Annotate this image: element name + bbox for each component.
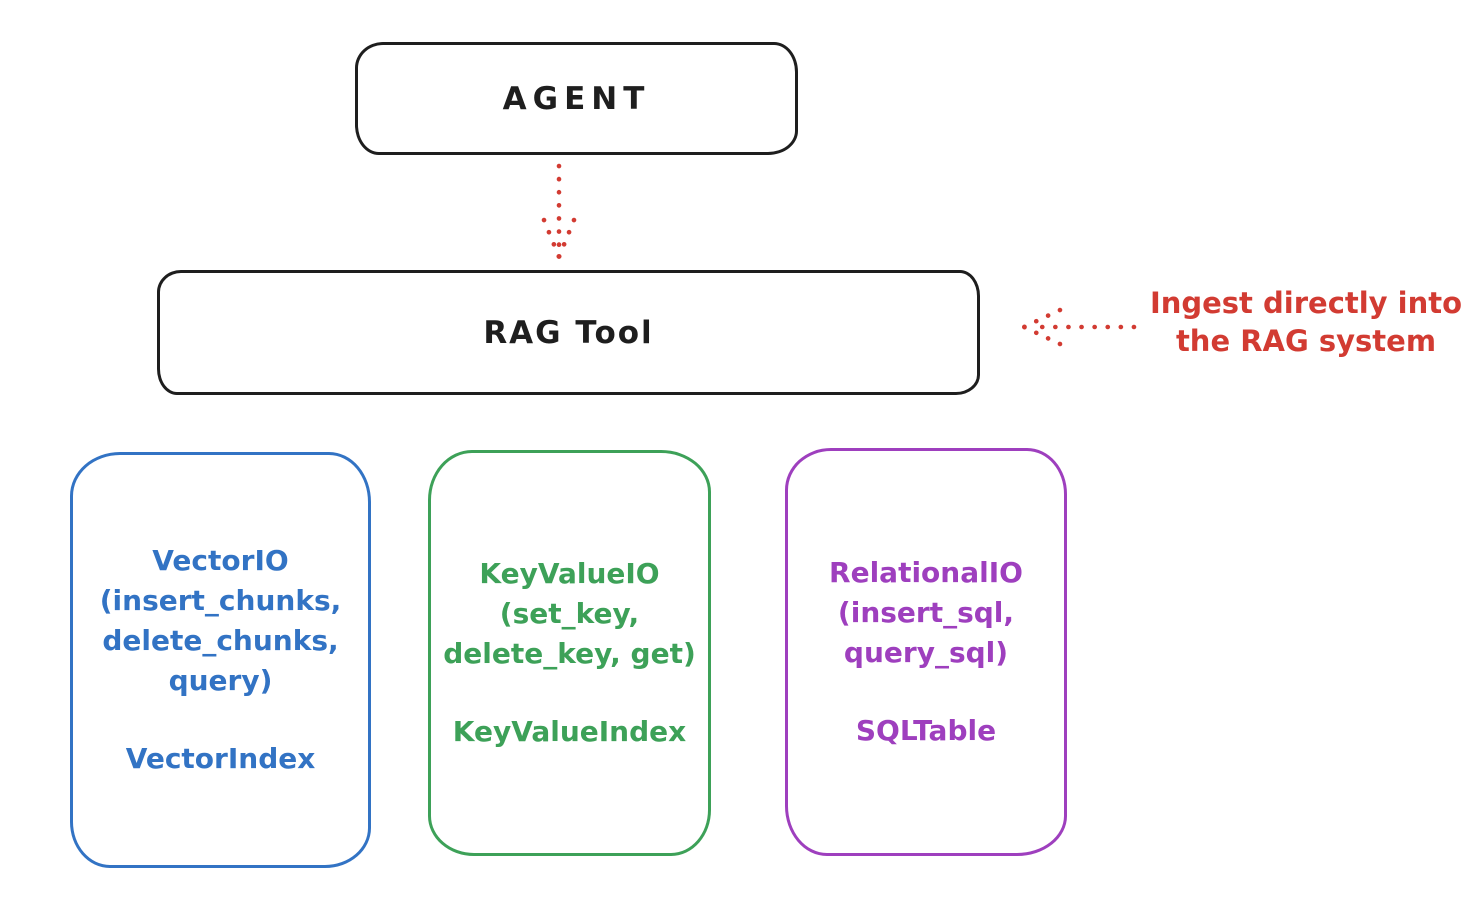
ingest-annotation-line1: Ingest directly into bbox=[1149, 286, 1463, 320]
relational-io-title-line: RelationalIO bbox=[829, 556, 1023, 589]
vector-io-title-line: delete_chunks, bbox=[102, 624, 339, 657]
keyvalue-io-title-line: KeyValueIO bbox=[479, 557, 660, 590]
sql-table-label: SQLTable bbox=[855, 714, 997, 747]
keyvalue-io-title-line: delete_key, get) bbox=[443, 637, 696, 670]
relational-io-title-line: query_sql) bbox=[843, 636, 1009, 669]
relational-io-title-line: (insert_sql, bbox=[837, 596, 1015, 629]
vector-index-label: VectorIndex bbox=[125, 742, 316, 775]
vector-io-title-line: query) bbox=[168, 664, 273, 697]
agent-box: AGENT bbox=[355, 42, 798, 155]
dotted-left-arrow-icon bbox=[1021, 307, 1137, 347]
keyvalue-index-label: KeyValueIndex bbox=[452, 715, 687, 748]
ingest-annotation: Ingest directly into the RAG system bbox=[1138, 284, 1474, 360]
vector-io-title-line: VectorIO bbox=[152, 544, 289, 577]
agent-label: AGENT bbox=[502, 80, 651, 117]
vector-io-title-line: (insert_chunks, bbox=[99, 584, 342, 617]
vector-io-box: VectorIO (insert_chunks, delete_chunks, … bbox=[70, 452, 371, 868]
keyvalue-io-title-line: (set_key, bbox=[499, 597, 640, 630]
dotted-down-arrow-icon bbox=[541, 163, 577, 260]
rag-tool-label: RAG Tool bbox=[483, 314, 654, 351]
ingest-annotation-line2: the RAG system bbox=[1175, 324, 1437, 358]
keyvalue-io-box: KeyValueIO (set_key, delete_key, get) Ke… bbox=[428, 450, 711, 856]
relational-io-box: RelationalIO (insert_sql, query_sql) SQL… bbox=[785, 448, 1067, 856]
rag-tool-box: RAG Tool bbox=[157, 270, 980, 395]
